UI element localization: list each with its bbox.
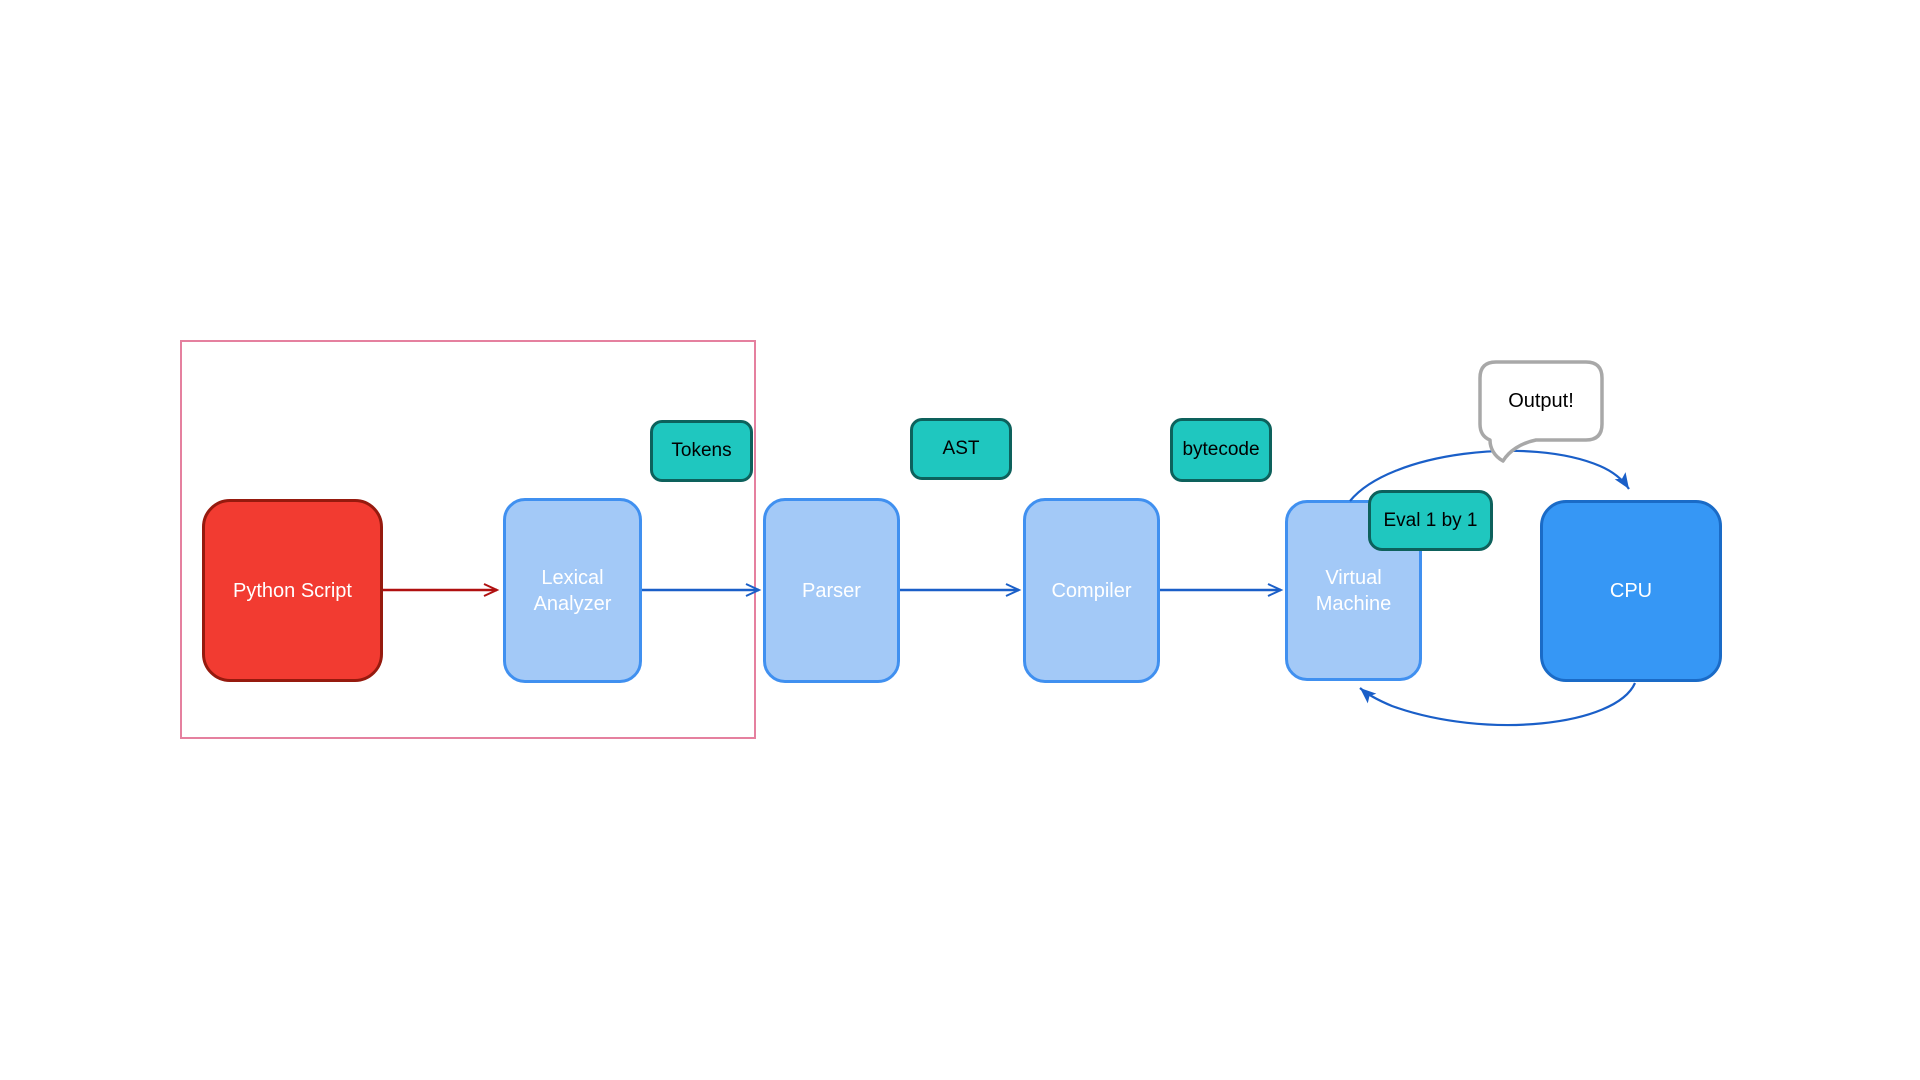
frontend-group-frame <box>180 340 756 739</box>
badge-tokens-label: Tokens <box>671 440 732 461</box>
node-python-script: Python Script <box>202 499 383 682</box>
badge-ast: AST <box>910 418 1012 480</box>
node-parser: Parser <box>763 498 900 683</box>
badge-bytecode-label: bytecode <box>1182 439 1260 460</box>
badge-tokens: Tokens <box>650 420 753 482</box>
node-compiler-label: Compiler <box>1051 579 1132 602</box>
node-cpu-label: CPU <box>1609 580 1653 602</box>
output-callout: Output! <box>1480 362 1602 440</box>
node-lexical-analyzer: Lexical Analyzer <box>503 498 642 683</box>
node-compiler: Compiler <box>1023 498 1160 683</box>
node-parser-label: Parser <box>802 579 861 602</box>
badge-ast-label: AST <box>942 438 980 459</box>
node-lexical-analyzer-label: Lexical Analyzer <box>533 566 612 615</box>
badge-bytecode: bytecode <box>1170 418 1272 482</box>
arc-cpu-to-vm <box>1359 682 1637 727</box>
node-python-script-label: Python Script <box>233 579 352 602</box>
badge-eval-label: Eval 1 by 1 <box>1383 509 1478 531</box>
badge-eval-one-by-one: Eval 1 by 1 <box>1368 490 1493 551</box>
node-virtual-machine-label: Virtual Machine <box>1315 566 1392 615</box>
output-callout-label: Output! <box>1508 389 1574 412</box>
node-cpu: CPU <box>1540 500 1722 682</box>
